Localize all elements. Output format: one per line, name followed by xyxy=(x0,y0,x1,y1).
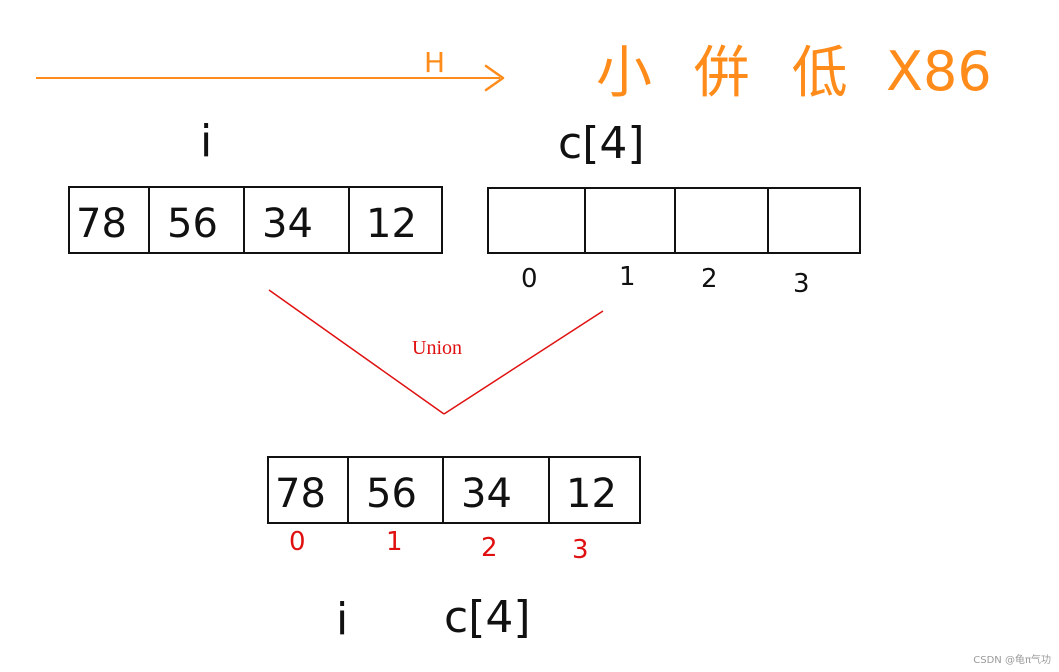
array-i: 78 56 34 12 xyxy=(68,186,443,254)
direction-arrow xyxy=(36,64,505,92)
union-array-index: 2 xyxy=(481,533,498,563)
union-array-index: 1 xyxy=(386,527,403,557)
union-label: Union xyxy=(412,337,462,359)
array-i-cell: 56 xyxy=(167,201,218,247)
array-c-index: 3 xyxy=(793,269,810,299)
array-i-cell: 34 xyxy=(262,201,313,247)
union-array-cell: 12 xyxy=(566,471,617,517)
arrow-label: H xyxy=(424,46,445,79)
union-array-cell: 56 xyxy=(366,471,417,517)
var-i-label: i xyxy=(200,116,212,167)
array-i-cell: 12 xyxy=(366,201,417,247)
arch-label: X86 xyxy=(886,40,992,103)
array-i-cell: 78 xyxy=(76,201,127,247)
array-c-index: 0 xyxy=(521,264,538,294)
union-array: 78 56 34 12 xyxy=(267,456,641,524)
array-c-index: 2 xyxy=(701,264,718,294)
endianness-label: 小 倂 低 xyxy=(596,41,860,106)
var-c-label: c[4] xyxy=(558,118,645,169)
union-array-index: 3 xyxy=(572,535,589,565)
union-array-cell: 78 xyxy=(275,471,326,517)
array-c-index: 1 xyxy=(619,262,636,292)
union-array-cell: 34 xyxy=(461,471,512,517)
watermark: CSDN @龟π气功 xyxy=(973,655,1051,666)
union-merge-lines xyxy=(268,289,604,415)
bottom-var-c-label: c[4] xyxy=(444,592,531,643)
array-c xyxy=(487,187,861,254)
bottom-var-i-label: i xyxy=(336,594,348,645)
union-array-index: 0 xyxy=(289,527,306,557)
